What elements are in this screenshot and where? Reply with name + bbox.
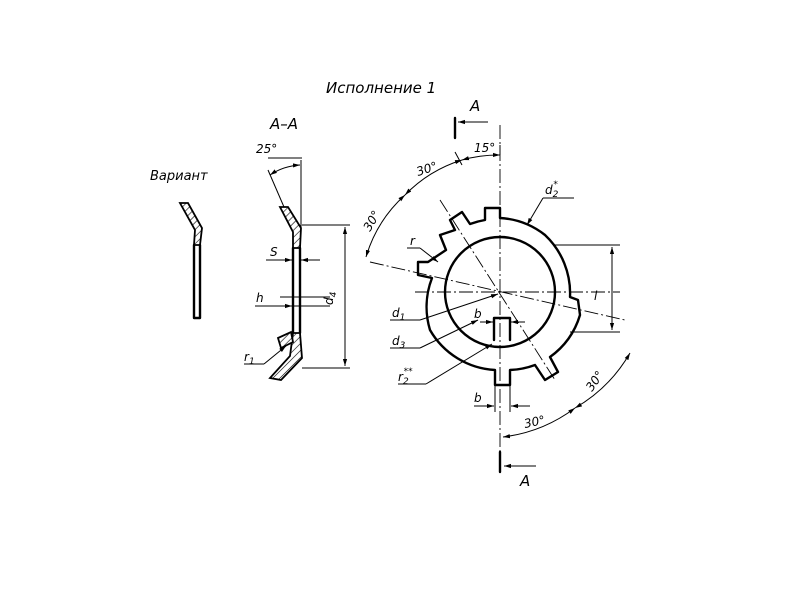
b-outer-dimension	[474, 386, 530, 412]
r2-label: r2**	[398, 367, 413, 387]
r-leader	[407, 247, 439, 263]
variant-profile	[178, 202, 203, 320]
d1-label: d1	[392, 306, 405, 323]
angle-30-left-label: 30°	[360, 208, 383, 233]
d3-label: d3	[392, 334, 406, 351]
angle-arcs	[365, 145, 631, 439]
execution-title: Исполнение 1	[326, 79, 436, 97]
d2-label: d2*	[545, 180, 559, 200]
angle-30-top-label: 30°	[415, 159, 440, 179]
r2-leader	[398, 343, 493, 385]
d1-d3-leaders	[390, 293, 499, 349]
d4-dimension	[302, 224, 350, 369]
angle-30-bottom-label: 30°	[523, 413, 547, 431]
section-title: А–А	[269, 115, 298, 133]
b-inner-label: b	[474, 307, 482, 321]
h-dimension	[255, 296, 330, 309]
variant-label: Вариант	[150, 169, 208, 184]
l-label: l	[594, 289, 598, 303]
section-profile	[268, 206, 303, 381]
centerlines	[369, 125, 626, 470]
angle-30-right-label: 30°	[583, 368, 607, 393]
angle-25-label: 25°	[256, 142, 277, 156]
b-outer-label: b	[474, 391, 482, 405]
r1-label: r1	[244, 350, 255, 367]
s-label: S	[270, 245, 278, 259]
r-label: r	[410, 234, 416, 248]
h-label: h	[256, 291, 264, 305]
section-mark-bottom: А	[519, 472, 530, 490]
section-mark-top: А	[469, 97, 480, 115]
d2-leader	[526, 197, 574, 226]
r1-leader	[244, 345, 287, 365]
section-cut-bottom	[498, 450, 536, 474]
washer-plan	[416, 206, 582, 387]
l-dimension	[555, 244, 620, 333]
section-cut-top	[453, 116, 488, 140]
d4-label: d4	[322, 291, 339, 305]
angle-15-label: 15°	[474, 141, 495, 155]
angle-25-dimension	[267, 157, 302, 228]
